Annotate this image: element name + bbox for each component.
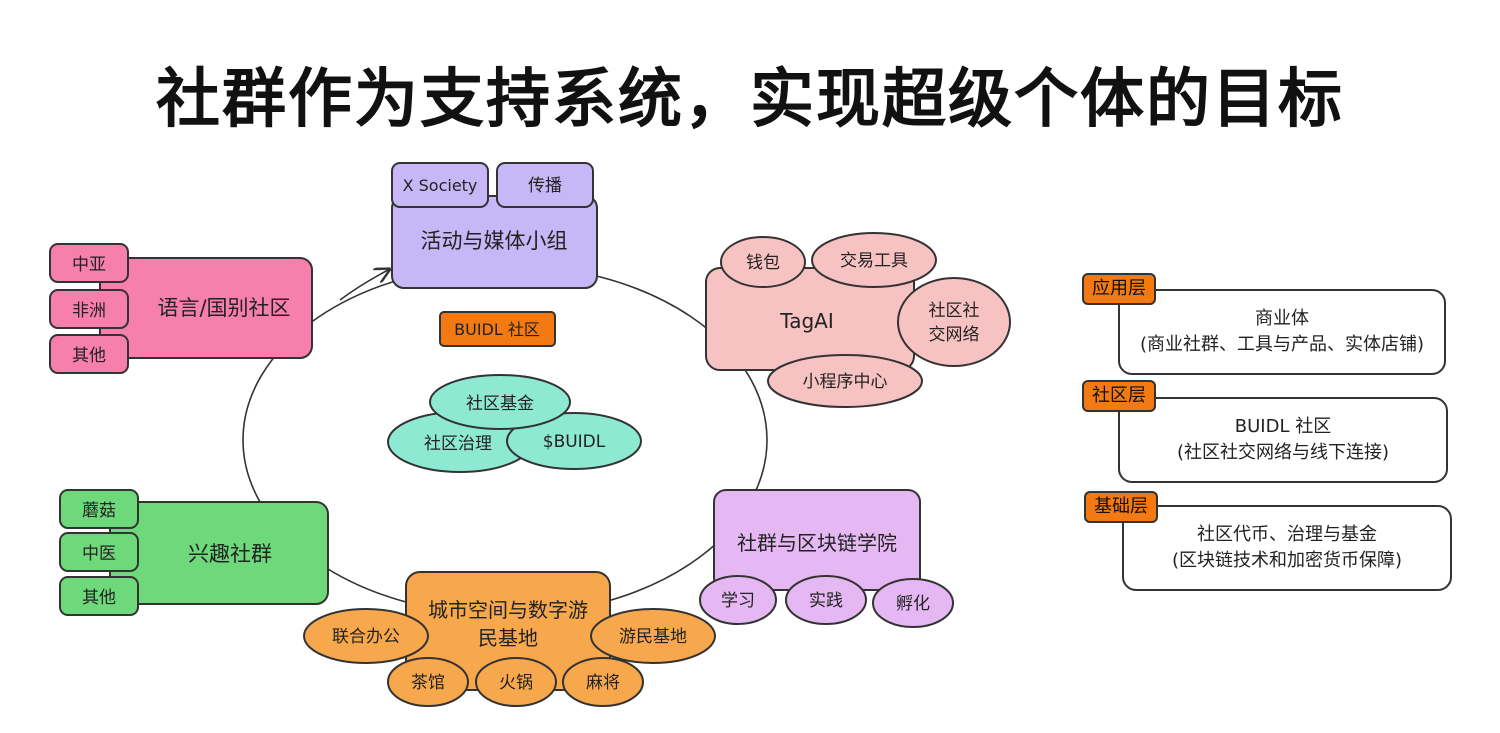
city-sub-hotpot[interactable] (475, 657, 557, 707)
media-sub-spread-label: 传播 (528, 176, 562, 196)
legend-base-tag: 基础层 (1084, 491, 1158, 523)
city-sub-cowork-label: 联合办公 (332, 627, 400, 647)
interest-sub-tcm-label: 中医 (82, 544, 116, 564)
cycle-arrow (339, 270, 388, 301)
buidl-tag[interactable] (439, 311, 556, 347)
tagai-label: TagAI (779, 309, 833, 333)
academy-sub-practice-label: 实践 (809, 591, 843, 611)
city-sub-tea-label: 茶馆 (411, 673, 445, 693)
interest-group: 兴趣社群 蘑菇 中医 其他 (59, 489, 329, 616)
legend-community-tag: 社区层 (1082, 380, 1156, 412)
interest-sub-other-label: 其他 (82, 588, 116, 608)
legend-app-line2: (商业社群、工具与产品、实体店铺) (1139, 334, 1425, 355)
interest-sub-mushroom-label: 蘑菇 (82, 501, 116, 521)
legend-app-line1: 商业体 (1255, 308, 1309, 329)
core-token[interactable] (506, 412, 642, 470)
page-title: 社群作为支持系统，实现超级个体的目标 (156, 63, 1344, 137)
city-sub-mahjong[interactable] (562, 657, 644, 707)
tagai-sub-miniapp[interactable] (767, 354, 923, 408)
city-sub-cowork[interactable] (303, 608, 429, 664)
core-fund-label: 社区基金 (466, 394, 534, 414)
academy-sub-incubate-label: 孵化 (896, 594, 930, 614)
core-token-label: $BUIDL (543, 432, 606, 452)
legend-base-box: 社区代币、治理与基金 (区块链技术和加密货币保障) (1122, 505, 1452, 591)
legend-app-tag: 应用层 (1082, 273, 1156, 305)
legend-community-box: BUIDL 社区 (社区社交网络与线下连接) (1118, 397, 1448, 483)
city-group: 城市空间与数字游 民基地 联合办公 游民基地 茶馆 火锅 麻将 (303, 571, 716, 707)
interest-sub-other[interactable] (59, 576, 139, 616)
academy-sub-practice[interactable] (785, 575, 867, 625)
media-sub-xsociety[interactable] (391, 162, 489, 208)
tagai-sub-trading[interactable] (811, 232, 937, 288)
academy-sub-incubate[interactable] (872, 578, 954, 628)
tagai-sub-social[interactable] (897, 277, 1011, 367)
media-group: 活动与媒体小组 X Society 传播 (391, 162, 598, 289)
tagai-sub-social-label: 社区社 (929, 301, 980, 321)
media-label: 活动与媒体小组 (421, 229, 568, 253)
city-sub-tea[interactable] (387, 657, 469, 707)
legend-base-line1: 社区代币、治理与基金 (1197, 524, 1377, 545)
tagai-sub-trading-label: 交易工具 (840, 251, 908, 271)
language-sub-africa-label: 非洲 (72, 301, 106, 321)
tagai-sub-wallet-label: 钱包 (746, 253, 780, 273)
academy-sub-learn[interactable] (699, 575, 777, 625)
language-sub-central-asia-label: 中亚 (72, 255, 106, 275)
academy-label: 社群与区块链学院 (737, 531, 897, 555)
tagai-sub-social-label-2: 交网络 (929, 325, 980, 345)
city-label-line2: 民基地 (478, 626, 538, 650)
legend-app-box: 商业体 (商业社群、工具与产品、实体店铺) (1118, 289, 1446, 375)
legend-base-line2: (区块链技术和加密货币保障) (1171, 550, 1403, 571)
city-sub-hotpot-label: 火锅 (499, 673, 533, 693)
media-sub-xsociety-label: X Society (403, 176, 478, 195)
interest-sub-mushroom[interactable] (59, 489, 139, 529)
legend-community-line1: BUIDL 社区 (1234, 416, 1332, 437)
city-sub-nomad[interactable] (590, 608, 716, 664)
tagai-group: TagAI 钱包 交易工具 社区社 交网络 小程序中心 (705, 232, 1011, 408)
city-sub-mahjong-label: 麻将 (586, 673, 620, 693)
media-sub-spread[interactable] (496, 162, 594, 208)
academy-sub-learn-label: 学习 (721, 591, 755, 611)
language-label: 语言/国别社区 (157, 296, 290, 320)
interest-label: 兴趣社群 (188, 542, 272, 566)
media-node[interactable] (391, 195, 598, 289)
language-sub-other-label: 其他 (72, 346, 106, 366)
language-sub-africa[interactable] (49, 289, 129, 329)
core-fund[interactable] (429, 374, 571, 430)
language-group: 语言/国别社区 中亚 非洲 其他 (49, 243, 313, 374)
language-sub-other[interactable] (49, 334, 129, 374)
tagai-sub-miniapp-label: 小程序中心 (803, 372, 888, 392)
buidl-tag-label: BUIDL 社区 (454, 320, 540, 339)
academy-group: 社群与区块链学院 学习 实践 孵化 (699, 489, 954, 628)
core-governance-label: 社区治理 (424, 434, 492, 454)
language-sub-central-asia[interactable] (49, 243, 129, 283)
center-cluster: BUIDL 社区 社区治理 $BUIDL 社区基金 (387, 311, 642, 473)
legend-community-line2: (社区社交网络与线下连接) (1176, 442, 1390, 463)
city-sub-nomad-label: 游民基地 (619, 627, 687, 647)
interest-sub-tcm[interactable] (59, 532, 139, 572)
tagai-sub-wallet[interactable] (720, 236, 806, 288)
city-label-line1: 城市空间与数字游 (428, 598, 588, 622)
